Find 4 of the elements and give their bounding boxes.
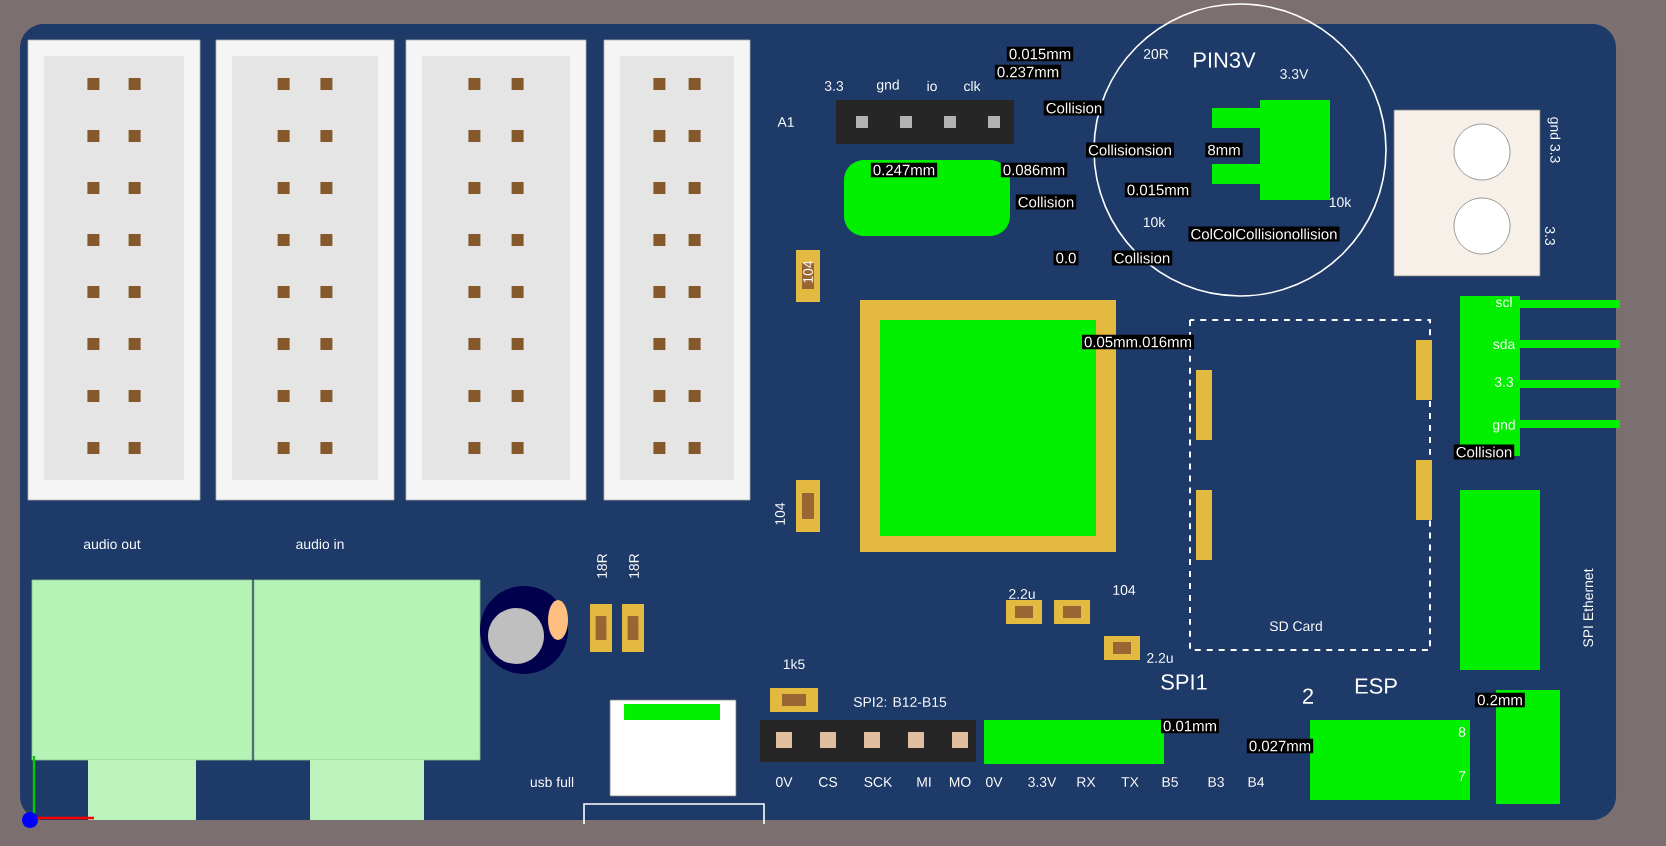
silkscreen-text: SPI1 — [1161, 674, 1207, 690]
silkscreen-text: 2 — [1303, 688, 1313, 704]
silkscreen-text: ESP — [1355, 678, 1397, 694]
silkscreen-text: PIN3V — [1194, 52, 1256, 68]
